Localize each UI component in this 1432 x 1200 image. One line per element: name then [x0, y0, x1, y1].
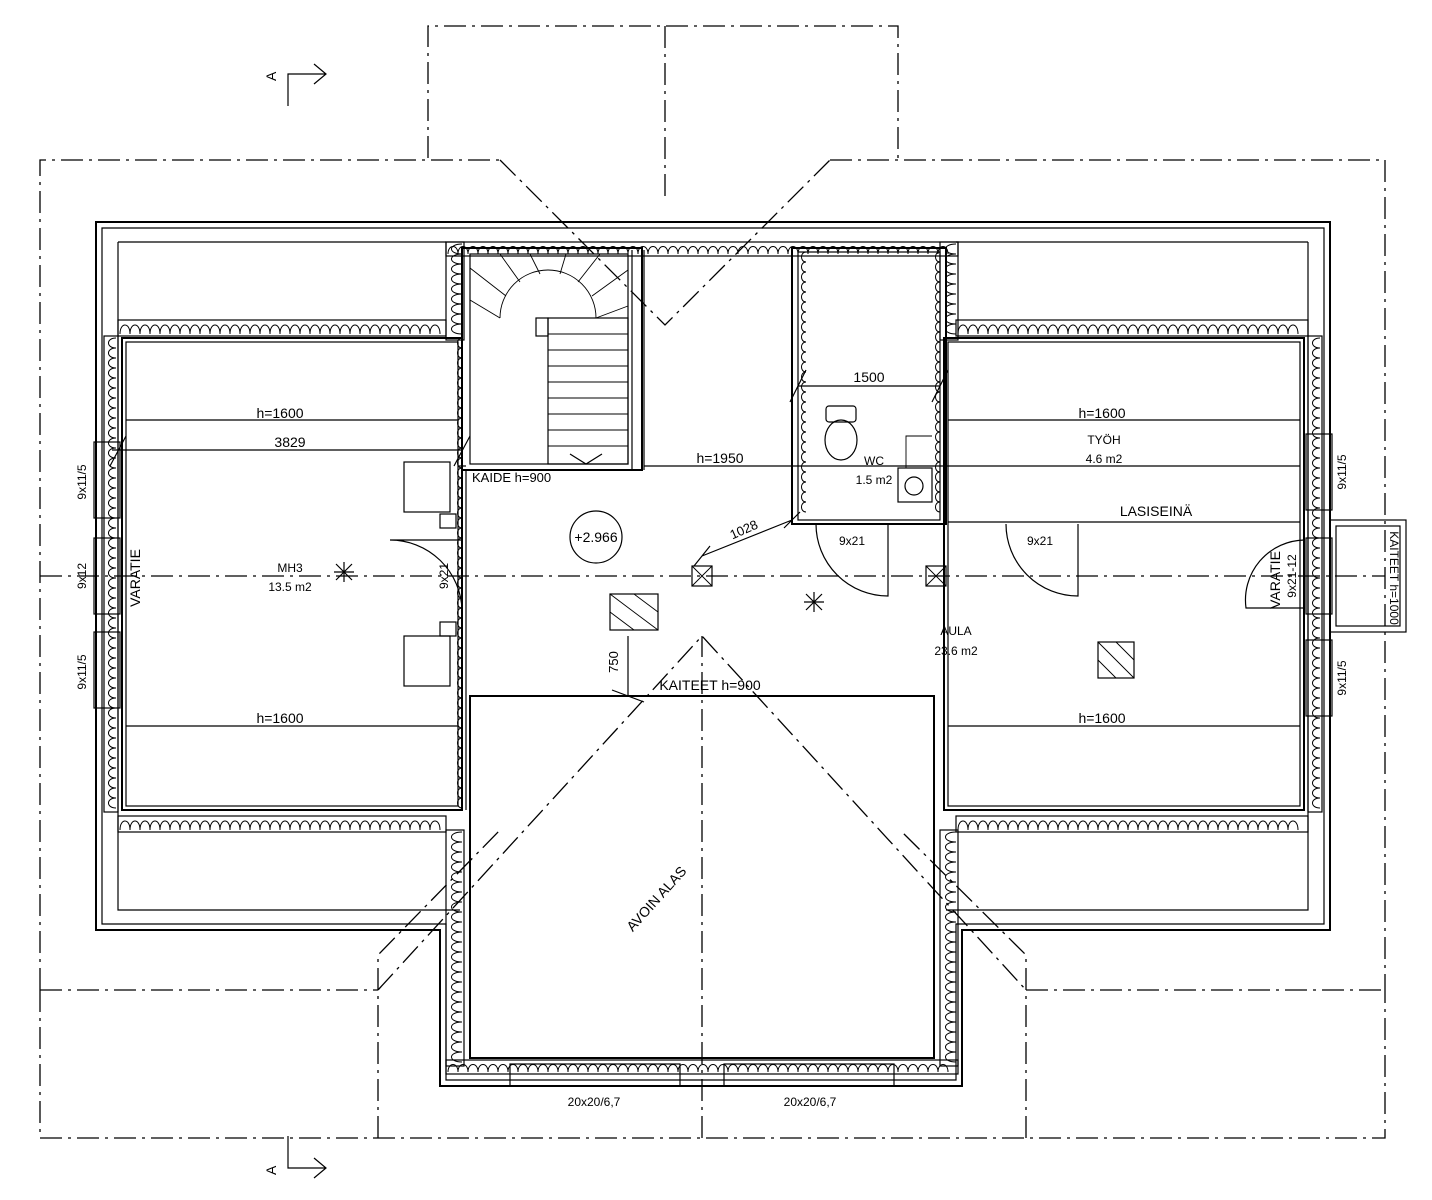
height-lines	[126, 419, 1300, 727]
height-top-left: h=1600	[256, 405, 303, 421]
dim-diagonal: 1028	[728, 517, 761, 542]
room-tyoh-name: TYÖH	[1087, 433, 1120, 447]
height-bottom-right: h=1600	[1078, 710, 1125, 726]
glass-wall-label: LASISEINÄ	[1120, 503, 1193, 519]
staircase	[469, 253, 629, 465]
window-bottom-left: 20x20/6,7	[568, 1095, 621, 1109]
vent-icon	[691, 565, 713, 587]
window-right-bottom: 9x11/5	[1335, 660, 1349, 695]
ducts	[334, 461, 1135, 687]
level-marker: +2.966	[569, 510, 623, 564]
dimension-lines	[109, 369, 949, 703]
window-left-top: 9x11/5	[75, 464, 89, 499]
room-aula-area: 23.6 m2	[934, 644, 978, 658]
window-right-top: 9x11/5	[1335, 454, 1349, 489]
toilet-tank-icon	[825, 405, 857, 423]
light-icon	[334, 562, 354, 582]
roof-outline	[39, 25, 1386, 1139]
dim-wc-width: 1500	[853, 369, 884, 385]
room-mh3-name: MH3	[277, 561, 303, 575]
window-right-mid: 9x21-12	[1285, 554, 1299, 598]
labels: h=1600 h=1600 h=1600 h=1600 h=1950 3829 …	[75, 369, 1401, 1109]
door-tyoh: 9x21	[1027, 534, 1053, 548]
room-wc-area: 1.5 m2	[856, 473, 893, 487]
section-marker-top: A	[263, 63, 327, 106]
storage-right-label: VARATIE	[1267, 551, 1283, 609]
exterior-walls	[95, 221, 1331, 1087]
height-top-right: h=1600	[1078, 405, 1125, 421]
door-wc: 9x21	[839, 534, 865, 548]
room-mh3-area: 13.5 m2	[268, 580, 312, 594]
level-value: +2.966	[574, 529, 617, 545]
window-left-bottom: 9x11/5	[75, 654, 89, 689]
window-left-mid: 9x12	[75, 563, 89, 589]
height-bottom-left: h=1600	[256, 710, 303, 726]
doors	[389, 523, 1305, 611]
light-icon	[804, 592, 824, 612]
room-wc-name: WC	[864, 454, 884, 468]
insulation-pattern	[108, 243, 1321, 1073]
vent-icon	[925, 565, 947, 587]
dim-mh3-width: 3829	[274, 434, 305, 450]
section-label-bottom: A	[263, 1165, 279, 1175]
window-bottom-right: 20x20/6,7	[784, 1095, 837, 1109]
railing-balcony: KAITEET h=1000	[1387, 531, 1401, 625]
toilet-bowl-icon	[824, 419, 858, 461]
room-tyoh-area: 4.6 m2	[1086, 452, 1123, 466]
railing-stair: KAIDE h=900	[472, 470, 551, 485]
insulation	[103, 241, 1323, 1075]
storage-left-label: VARATIE	[127, 549, 143, 607]
room-aula-name: AULA	[940, 624, 971, 638]
wc-fixtures	[824, 405, 933, 503]
windows	[93, 433, 1407, 1087]
height-corridor: h=1950	[696, 450, 743, 466]
section-marker-bottom: A	[263, 1136, 327, 1179]
railing-opening: KAITEET h=900	[659, 677, 761, 693]
dim-railing-offset: 750	[606, 651, 621, 673]
section-label-top: A	[263, 71, 279, 81]
sink-icon	[897, 467, 933, 503]
open-below-label: AVOIN ALAS	[623, 863, 689, 934]
door-mh3: 9x21	[437, 563, 451, 589]
